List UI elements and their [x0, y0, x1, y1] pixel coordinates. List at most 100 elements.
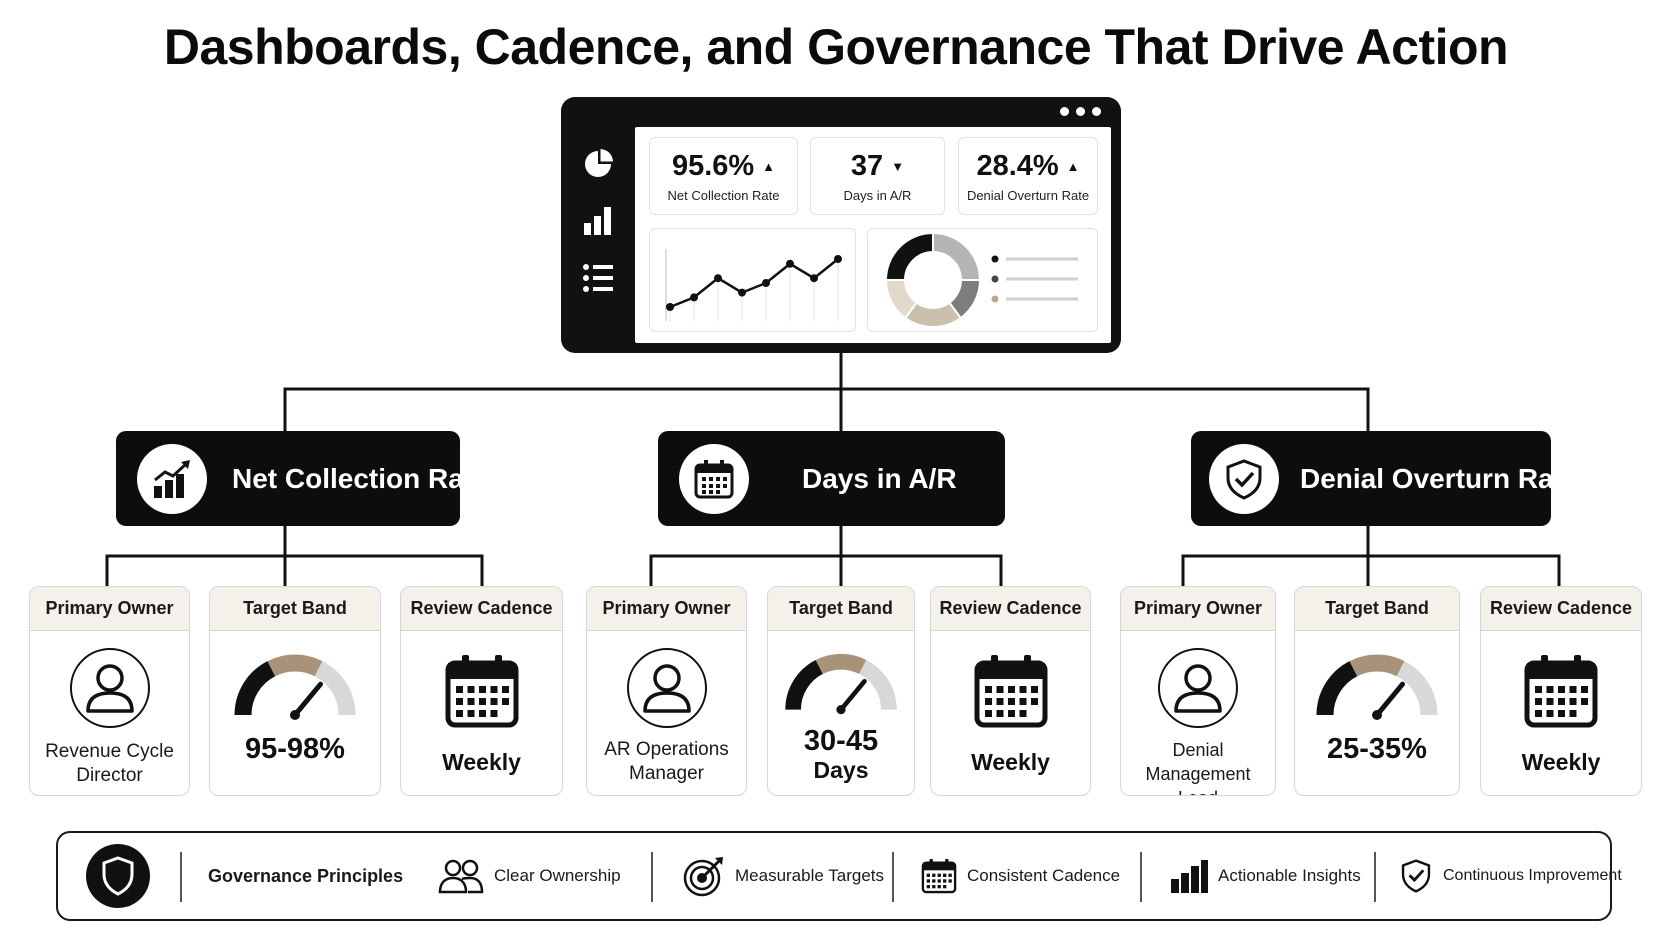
data-point — [738, 288, 746, 297]
donut-chart — [884, 231, 1078, 328]
calendar-day — [1558, 686, 1565, 693]
governance-item-continuous-improvement[interactable]: Continuous Improvement — [1399, 833, 1622, 919]
gauge-segment — [785, 659, 824, 711]
metric-days-in-ar[interactable]: Days in A/R — [658, 431, 1005, 526]
card-review-cadence[interactable]: Review Cadence Weekly — [400, 586, 563, 796]
calendar-day — [1007, 710, 1015, 717]
gauge-needle — [1374, 681, 1405, 718]
calendar-header — [1527, 663, 1595, 679]
calendar-day — [1030, 698, 1038, 705]
legend-dot — [991, 255, 999, 263]
card-header: Review Cadence — [931, 587, 1090, 631]
calendar-day — [1019, 710, 1026, 717]
data-point — [714, 274, 722, 283]
window-dots — [1060, 107, 1101, 116]
governance-item-label: Measurable Targets — [735, 866, 884, 885]
legend-dot — [991, 275, 999, 283]
target-band-value: 30-45 — [803, 725, 879, 757]
calendar-day — [1535, 698, 1542, 705]
kpi-card-net-collection[interactable]: 95.6%▲ Net Collection Rate — [649, 137, 798, 215]
gauge-hub — [1372, 710, 1382, 720]
trend-up-icon: ▲ — [762, 159, 776, 174]
gauge-needle — [838, 678, 867, 712]
calendar-day — [478, 698, 486, 705]
card-header: Review Cadence — [1481, 587, 1641, 631]
calendar-day — [490, 698, 497, 705]
calendar-day — [932, 873, 936, 877]
calendar-ring — [929, 858, 933, 867]
gauge-segment — [1349, 654, 1405, 677]
calendar-day — [467, 698, 474, 705]
review-cadence-value: Weekly — [1521, 749, 1601, 775]
kpi-label: Days in A/R — [843, 188, 912, 203]
kpi-card-denial-overturn[interactable]: 28.4%▲ Denial Overturn Rate — [958, 137, 1098, 215]
data-point — [690, 293, 698, 302]
bar-chart-icon[interactable] — [581, 203, 615, 237]
gauge-segment — [815, 653, 867, 675]
calendar-day — [926, 873, 930, 877]
owner-name-line: AR Operations — [604, 739, 729, 760]
gauge-segment — [1396, 661, 1438, 716]
card-review-cadence[interactable]: Review Cadence Weekly — [1480, 586, 1642, 796]
kpi-card-days-ar[interactable]: 37▼ Days in A/R — [810, 137, 945, 215]
owner-name-line: Manager — [629, 763, 704, 784]
calendar-header — [976, 663, 1045, 679]
calendar-icon — [694, 460, 734, 499]
legend-line — [1006, 257, 1078, 261]
gauge-icon — [785, 653, 897, 715]
kpi-label: Denial Overturn Rate — [966, 188, 1090, 203]
user-icon — [1158, 648, 1238, 728]
calendar-day — [937, 873, 941, 877]
calendar-day — [1569, 698, 1577, 705]
shield-icon — [86, 844, 150, 908]
calendar-day — [1019, 698, 1026, 705]
donut-chart-panel[interactable] — [867, 228, 1098, 332]
gauge-hub — [290, 710, 300, 720]
gauge-icon — [234, 654, 356, 720]
governance-item-actionable-insights[interactable]: Actionable Insights — [1170, 833, 1361, 919]
target-band-value: 25-35% — [1327, 733, 1427, 765]
pie-chart-icon[interactable] — [581, 147, 615, 181]
calendar-icon — [974, 655, 1047, 728]
metric-label: Denial Overturn Rate — [1300, 462, 1579, 494]
calendar-day — [1546, 698, 1554, 705]
calendar-day — [937, 885, 941, 889]
calendar-day — [478, 710, 486, 717]
metric-denial-overturn-rate[interactable]: Denial Overturn Rate — [1191, 431, 1579, 526]
metric-net-collection-rate[interactable]: Net Collection Rate — [116, 431, 489, 526]
calendar-day — [948, 873, 952, 877]
owner-name-line: Revenue Cycle — [45, 741, 174, 762]
card-target-band[interactable]: Target Band 25-35% — [1294, 586, 1460, 796]
line-chart — [665, 249, 842, 321]
card-primary-owner[interactable]: Primary Owner Denial ManagementLead — [1120, 586, 1276, 796]
gauge-hub — [836, 705, 846, 715]
governance-bar: Governance Principles Clear Ownership Me… — [56, 831, 1622, 921]
governance-item-clear-ownership[interactable]: Clear Ownership — [438, 833, 621, 919]
governance-item-measurable-targets[interactable]: Measurable Targets — [683, 833, 884, 919]
user-icon — [69, 648, 150, 728]
card-header: Primary Owner — [1121, 587, 1275, 631]
list-icon[interactable] — [581, 261, 615, 295]
donut-slice — [932, 231, 982, 281]
calendar-icon — [445, 655, 518, 728]
card-review-cadence[interactable]: Review Cadence Weekly — [930, 586, 1091, 796]
calendar-day — [1581, 698, 1588, 705]
calendar-day — [501, 686, 509, 693]
page-title: Dashboards, Cadence, and Governance That… — [163, 19, 1509, 75]
calendar-day — [943, 879, 947, 883]
card-target-band[interactable]: Target Band 95-98% — [209, 586, 381, 796]
calendar-day — [501, 698, 509, 705]
trend-up-icon: ▲ — [1066, 159, 1080, 174]
gauge-segment — [267, 654, 323, 677]
kpi-value: 95.6% — [671, 150, 755, 182]
line-chart-panel[interactable] — [649, 228, 856, 332]
governance-item-consistent-cadence[interactable]: Consistent Cadence — [921, 833, 1120, 919]
calendar-ring — [1023, 655, 1031, 671]
growth-chart-icon — [154, 460, 190, 498]
card-target-band[interactable]: Target Band 30-45 Days — [767, 586, 915, 796]
calendar-day — [1569, 686, 1577, 693]
trend-down-icon: ▼ — [891, 159, 905, 174]
